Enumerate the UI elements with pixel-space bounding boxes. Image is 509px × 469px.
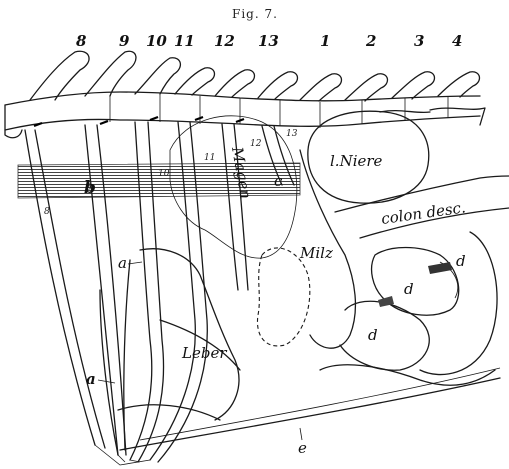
spleen-label: Milz bbox=[299, 244, 333, 262]
rib-label-10: 10 bbox=[158, 169, 170, 179]
lower-hatched-lobe bbox=[257, 248, 309, 346]
vertebra-label-11: 11 bbox=[174, 32, 195, 50]
liver-shape bbox=[140, 249, 239, 420]
rib-label-12: 12 bbox=[250, 139, 262, 149]
label-e: e bbox=[298, 439, 307, 457]
label-a-lower: a bbox=[86, 370, 96, 388]
label-d-mid: d bbox=[404, 280, 414, 298]
vertebra-label-9: 9 bbox=[119, 32, 130, 50]
label-a-upper: a bbox=[118, 254, 127, 272]
mesentery-mark bbox=[428, 262, 452, 274]
kidney-label: l.Niere bbox=[330, 152, 383, 170]
intestine-loop-2 bbox=[340, 301, 429, 370]
colon-label: colon desc. bbox=[380, 198, 467, 228]
vertebra-label-13: 13 bbox=[258, 32, 279, 50]
vertebra-label-4: 4 bbox=[452, 32, 462, 50]
vertebra-label-3: 3 bbox=[414, 32, 424, 50]
abdominal-wall-inner bbox=[140, 368, 500, 440]
vertebra-label-12: 12 bbox=[214, 32, 235, 50]
rib-label-11: 11 bbox=[204, 153, 215, 163]
vertebra-label-2: 2 bbox=[365, 32, 376, 50]
label-c: c bbox=[274, 172, 283, 190]
label-d-lower: d bbox=[368, 326, 378, 344]
vertebral-column bbox=[5, 51, 485, 137]
label-d-right: d bbox=[456, 252, 466, 270]
figure-title: Fig. 7. bbox=[232, 7, 278, 21]
vertebra-label-10: 10 bbox=[146, 32, 167, 50]
liver-label: Leber bbox=[181, 344, 227, 362]
vertebra-label-1: 1 bbox=[320, 32, 330, 50]
rib-label-13: 13 bbox=[286, 129, 298, 139]
liver-lobe-3 bbox=[118, 405, 220, 420]
label-b: b bbox=[84, 178, 96, 198]
rib-label-8: 8 bbox=[44, 207, 50, 217]
vertebra-label-8: 8 bbox=[76, 32, 87, 50]
